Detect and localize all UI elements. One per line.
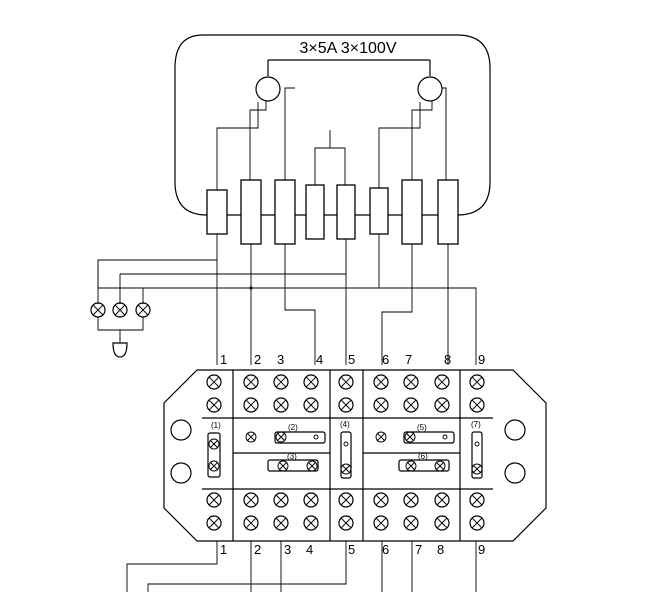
meter-voltage-coil-left: [255, 76, 281, 102]
screw-terminal-icon: [373, 374, 389, 390]
terminal-number: 2: [254, 352, 261, 367]
terminal-number: 8: [437, 542, 444, 557]
lamp-1-icon: [90, 302, 106, 318]
terminal-number: 9: [478, 542, 485, 557]
screw-terminal-icon: [243, 492, 259, 508]
terminal-number: 3: [277, 352, 284, 367]
ground-symbol-icon: [112, 342, 128, 358]
terminal-number: 6: [382, 542, 389, 557]
screw-terminal-icon: [373, 515, 389, 531]
terminal-number: 1: [220, 352, 227, 367]
screw-terminal-icon: [373, 397, 389, 413]
terminal-number: 8: [444, 352, 451, 367]
terminal-number: 7: [415, 542, 422, 557]
screw-terminals: [206, 374, 485, 531]
screw-terminal-icon: [303, 515, 319, 531]
lamp-2-icon: [112, 302, 128, 318]
screw-terminal-icon: [469, 374, 485, 390]
terminal-number: 6: [382, 352, 389, 367]
link-label: (5): [417, 423, 427, 432]
screw-terminal-icon: [469, 397, 485, 413]
screw-terminal-icon: [373, 492, 389, 508]
screw-terminal-icon: [273, 374, 289, 390]
screw-terminal-icon: [206, 374, 222, 390]
screw-terminal-icon: [403, 374, 419, 390]
meter-rating-label: 3×5A 3×100V: [300, 40, 397, 57]
screw-terminal-icon: [243, 374, 259, 390]
terminal-number: 2: [254, 542, 261, 557]
lamp-3-icon: [135, 302, 151, 318]
terminal-number: 5: [348, 352, 355, 367]
screw-terminal-icon: [403, 515, 419, 531]
meter-voltage-coil-right: [417, 76, 443, 102]
screw-terminal-icon: [338, 492, 354, 508]
screw-terminal-icon: [434, 374, 450, 390]
screw-terminal-icon: [469, 492, 485, 508]
screw-terminal-icon: [206, 515, 222, 531]
bottom-outgoing-wiring: [126, 541, 477, 592]
terminal-number: 5: [348, 542, 355, 557]
screw-terminal-icon: [434, 397, 450, 413]
terminal-number: 9: [478, 352, 485, 367]
screw-terminal-icon: [206, 397, 222, 413]
link-label: (6): [418, 452, 428, 461]
screw-terminal-icon: [403, 492, 419, 508]
screw-terminal-icon: [273, 492, 289, 508]
link-label: (1): [211, 421, 221, 430]
screw-terminal-icon: [243, 515, 259, 531]
meter-to-terminal-wiring: [97, 234, 477, 365]
mounting-hole-left-top: [170, 419, 192, 441]
screw-terminal-icon: [303, 492, 319, 508]
terminal-block-outline: [163, 369, 547, 542]
mounting-hole-right-bottom: [504, 462, 526, 484]
mounting-hole-right-top: [504, 419, 526, 441]
screw-terminal-icon: [434, 492, 450, 508]
screw-terminal-icon: [206, 492, 222, 508]
screw-terminal-icon: [243, 397, 259, 413]
meter-elements: [206, 179, 459, 245]
terminal-number: 4: [306, 542, 313, 557]
meter-internal-wiring: [216, 87, 447, 190]
terminal-block-dividers: [202, 370, 493, 541]
screw-terminal-icon: [338, 515, 354, 531]
mounting-hole-left-bottom: [170, 462, 192, 484]
terminal-number: 4: [316, 352, 323, 367]
screw-terminal-icon: [403, 397, 419, 413]
terminal-number: 1: [220, 542, 227, 557]
terminal-number: 3: [284, 542, 291, 557]
link-label: (7): [471, 420, 481, 429]
terminal-number: 7: [405, 352, 412, 367]
screw-terminal-icon: [338, 374, 354, 390]
screw-terminal-icon: [303, 374, 319, 390]
screw-terminal-icon: [273, 397, 289, 413]
meter-voltage-bus-left: [267, 59, 431, 76]
screw-terminal-icon: [338, 397, 354, 413]
link-label: (2): [288, 423, 298, 432]
terminal-numbers-bottom: 1 2 3 4 5 6 7 8 9: [220, 542, 485, 557]
screw-terminal-icon: [273, 515, 289, 531]
link-label: (4): [340, 420, 350, 429]
screw-terminal-icon: [303, 397, 319, 413]
test-links: (1) (2) (3) (4) (5): [207, 420, 483, 479]
screw-terminal-icon: [469, 515, 485, 531]
indicator-lamps: [90, 302, 151, 358]
terminal-numbers-top: 1 2 3 4 5 6 7 8 9: [220, 352, 485, 367]
link-label: (3): [287, 452, 297, 461]
screw-terminal-icon: [434, 515, 450, 531]
